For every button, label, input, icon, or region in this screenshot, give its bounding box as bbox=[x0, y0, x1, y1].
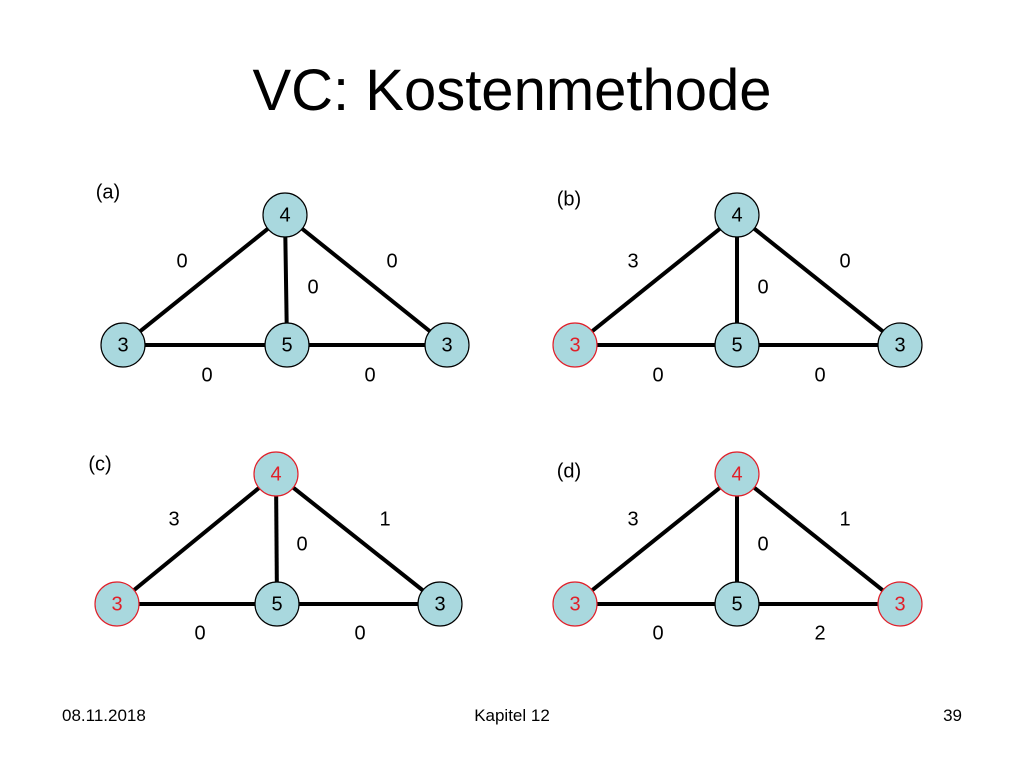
graph-panel: (b) 3 0 0 0 0 4 3 5 3 bbox=[552, 188, 923, 386]
edge-weight-left-middle: 0 bbox=[201, 364, 212, 386]
footer-date: 08.11.2018 bbox=[62, 706, 146, 725]
node-top bbox=[253, 451, 299, 497]
edge-weight-left-middle: 0 bbox=[194, 622, 205, 644]
edge-weight-top-right: 0 bbox=[386, 250, 397, 272]
node-right bbox=[877, 581, 923, 627]
edge-top-left bbox=[573, 213, 739, 347]
node-weight-top: 4 bbox=[279, 204, 290, 226]
edge-top-right bbox=[735, 472, 902, 606]
node-weight-top: 4 bbox=[731, 463, 742, 485]
edge-weight-middle-right: 0 bbox=[364, 364, 375, 386]
edge-top-left bbox=[115, 472, 278, 606]
edge-top-left bbox=[573, 472, 739, 606]
node-middle bbox=[254, 581, 300, 627]
node-right bbox=[424, 322, 470, 368]
edge-top-right bbox=[283, 213, 449, 347]
panel-label: (a) bbox=[96, 181, 120, 203]
edge-weight-top-middle: 0 bbox=[757, 276, 768, 298]
edge-weight-middle-right: 0 bbox=[354, 622, 365, 644]
edge-weight-left-middle: 0 bbox=[652, 622, 663, 644]
node-middle bbox=[264, 322, 310, 368]
node-left bbox=[100, 322, 146, 368]
graph-panel: (a) 0 0 0 0 0 4 3 5 3 bbox=[96, 181, 470, 386]
edge-weight-top-left: 3 bbox=[168, 508, 179, 530]
node-top bbox=[262, 192, 308, 238]
node-left bbox=[94, 581, 140, 627]
edge-weight-top-right: 1 bbox=[839, 508, 850, 530]
node-weight-left: 3 bbox=[117, 334, 128, 356]
graph-panel: (c) 3 1 0 0 0 4 3 5 3 bbox=[88, 451, 463, 644]
node-weight-left: 3 bbox=[111, 593, 122, 615]
node-left bbox=[552, 581, 598, 627]
edge-weight-top-middle: 0 bbox=[296, 533, 307, 555]
edge-weight-left-middle: 0 bbox=[652, 364, 663, 386]
edge-weight-top-middle: 0 bbox=[307, 276, 318, 298]
edge-weight-top-middle: 0 bbox=[757, 533, 768, 555]
node-weight-middle: 5 bbox=[271, 593, 282, 615]
edge-weight-top-right: 0 bbox=[839, 250, 850, 272]
node-weight-left: 3 bbox=[569, 334, 580, 356]
edge-weight-top-right: 1 bbox=[379, 508, 390, 530]
node-right bbox=[877, 322, 923, 368]
node-weight-left: 3 bbox=[569, 593, 580, 615]
node-weight-right: 3 bbox=[441, 334, 452, 356]
edge-weight-middle-right: 2 bbox=[814, 622, 825, 644]
edge-top-right bbox=[274, 472, 442, 606]
node-top bbox=[714, 192, 760, 238]
node-middle bbox=[714, 581, 760, 627]
node-left bbox=[552, 322, 598, 368]
node-weight-middle: 5 bbox=[731, 334, 742, 356]
node-weight-right: 3 bbox=[434, 593, 445, 615]
node-weight-middle: 5 bbox=[731, 593, 742, 615]
edge-top-right bbox=[735, 213, 902, 347]
graph-panel: (d) 3 1 0 0 2 4 3 5 3 bbox=[552, 451, 923, 644]
edge-weight-top-left: 3 bbox=[627, 508, 638, 530]
node-right bbox=[417, 581, 463, 627]
edge-weight-middle-right: 0 bbox=[814, 364, 825, 386]
node-weight-top: 4 bbox=[731, 204, 742, 226]
footer-chapter: Kapitel 12 bbox=[474, 706, 550, 725]
node-weight-top: 4 bbox=[270, 463, 281, 485]
panel-label: (d) bbox=[557, 460, 581, 482]
edge-top-left bbox=[121, 213, 287, 347]
node-weight-middle: 5 bbox=[281, 334, 292, 356]
panel-label: (c) bbox=[88, 453, 111, 475]
slide-title: VC: Kostenmethode bbox=[252, 58, 772, 123]
node-weight-right: 3 bbox=[894, 334, 905, 356]
footer-page-number: 39 bbox=[943, 706, 962, 725]
edge-weight-top-left: 0 bbox=[176, 250, 187, 272]
panel-label: (b) bbox=[557, 188, 581, 210]
node-top bbox=[714, 451, 760, 497]
node-weight-right: 3 bbox=[894, 593, 905, 615]
edge-weight-top-left: 3 bbox=[627, 250, 638, 272]
node-middle bbox=[714, 322, 760, 368]
